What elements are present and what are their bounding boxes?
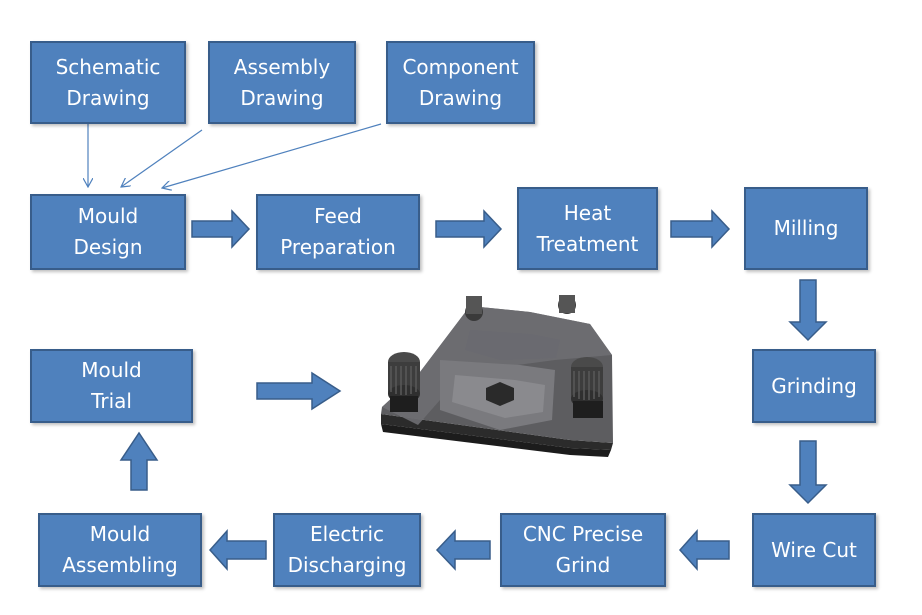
box-component-drawing: Component Drawing	[386, 41, 535, 124]
box-label-line: Heat	[563, 200, 612, 225]
box-label-line: Grind	[555, 553, 611, 577]
arrow-right-heat-to-milling	[670, 209, 731, 249]
arrow-up-assembling-to-trial	[119, 431, 159, 491]
box-label-line: Discharging	[287, 553, 407, 577]
box-label-line: Schematic	[55, 54, 161, 79]
box-label-line: Drawing	[66, 85, 150, 110]
arrow-right-feed-to-heat	[435, 209, 503, 249]
box-label-line: Grinding	[771, 373, 857, 398]
box-heat-treatment: Heat Treatment	[517, 187, 658, 270]
box-electric-discharging: Electric Discharging	[273, 513, 421, 587]
box-mould-assembling: Mould Assembling	[38, 513, 202, 587]
arrow-down-milling-to-grinding	[788, 279, 828, 342]
arrow-left-wirecut-to-cnc	[678, 529, 730, 571]
box-label-line: Design	[73, 235, 143, 259]
box-label-line: Mould	[89, 522, 151, 546]
box-label-line: Preparation	[280, 235, 396, 259]
box-label-line: Milling	[773, 216, 839, 240]
arrow-left-edm-to-assembling	[208, 529, 267, 571]
box-label-line: Mould	[81, 358, 142, 382]
box-grinding: Grinding	[752, 349, 876, 423]
box-label-line: Wire Cut	[771, 537, 857, 562]
box-milling: Milling	[744, 187, 868, 270]
connector-assembly-to-design	[121, 129, 203, 187]
box-label-line: Feed	[314, 204, 362, 228]
box-label-line: Drawing	[240, 85, 324, 110]
box-label-line: CNC Precise	[522, 522, 644, 546]
box-label-line: Component	[402, 54, 519, 79]
box-label-line: Assembling	[62, 553, 178, 577]
box-wire-cut: Wire Cut	[752, 513, 876, 587]
arrow-right-design-to-feed	[191, 209, 251, 249]
arrow-down-grinding-to-wirecut	[788, 440, 828, 505]
stamping-die-photo	[381, 295, 613, 457]
arrow-left-cnc-to-edm	[435, 529, 491, 571]
box-label-line: Electric	[309, 522, 385, 546]
box-schematic-drawing: Schematic Drawing	[30, 41, 186, 124]
box-label-line: Treatment	[536, 231, 639, 256]
box-label-line: Assembly	[233, 54, 331, 79]
box-label-line: Trial	[91, 389, 132, 413]
box-assembly-drawing: Assembly Drawing	[208, 41, 356, 124]
box-label-line: Drawing	[418, 85, 503, 110]
connector-component-to-design	[162, 123, 382, 188]
box-cnc-precise-grind: CNC Precise Grind	[500, 513, 666, 587]
box-feed-preparation: Feed Preparation	[256, 194, 420, 270]
box-mould-trial: Mould Trial	[30, 349, 193, 423]
box-mould-design: Mould Design	[30, 194, 186, 270]
arrow-right-trial-to-die	[256, 371, 342, 411]
box-label-line: Mould	[77, 204, 139, 228]
